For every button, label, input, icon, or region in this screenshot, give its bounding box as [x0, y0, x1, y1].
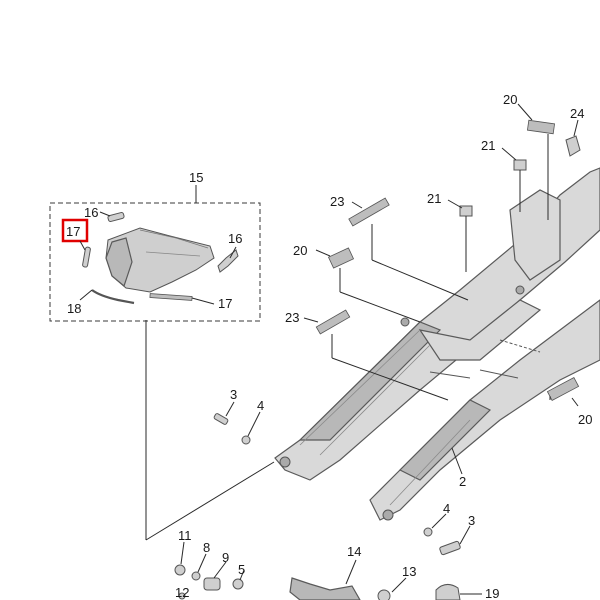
callout-13[interactable]: 13: [402, 564, 416, 579]
screw-17-left: [82, 246, 91, 268]
label-strip-23-mid: [315, 309, 351, 335]
strap-18: [91, 289, 135, 305]
callout-5[interactable]: 5: [238, 562, 245, 577]
clip-21-top: [513, 159, 527, 171]
clip-16-right: [217, 249, 239, 273]
bolt-3-right: [439, 540, 461, 556]
callout-20-top[interactable]: 20: [503, 92, 517, 107]
callout-23-mid[interactable]: 23: [285, 310, 299, 325]
washer-8: [191, 571, 201, 581]
callout-20-mid[interactable]: 20: [293, 243, 307, 258]
callout-17-left[interactable]: 17: [66, 224, 80, 239]
callout-4-right[interactable]: 4: [443, 501, 450, 516]
callout-20-right[interactable]: 20: [578, 412, 592, 427]
callout-17-bottom[interactable]: 17: [218, 296, 232, 311]
subassembly-box: [49, 202, 261, 322]
callout-19[interactable]: 19: [485, 586, 499, 600]
callout-3-right[interactable]: 3: [468, 513, 475, 528]
callout-12[interactable]: 12: [175, 585, 189, 600]
callout-16-top[interactable]: 16: [84, 205, 98, 220]
callout-16-right[interactable]: 16: [228, 231, 242, 246]
clip-16-top: [107, 211, 125, 223]
part-13: [377, 589, 391, 600]
callout-21-top[interactable]: 21: [481, 138, 495, 153]
callout-2[interactable]: 2: [459, 474, 466, 489]
callout-11[interactable]: 11: [178, 528, 192, 543]
label-strip-23-top: [348, 197, 390, 227]
callout-21-mid[interactable]: 21: [427, 191, 441, 206]
part-14: [289, 577, 361, 600]
bracket-24: [565, 135, 581, 157]
strip-17-bottom: [149, 293, 193, 301]
callout-4-left[interactable]: 4: [257, 398, 264, 413]
callout-15[interactable]: 15: [189, 170, 203, 185]
frame-part-2: [274, 167, 600, 521]
highlight-box: [61, 218, 89, 243]
label-strip-20-mid: [327, 247, 355, 269]
callout-9[interactable]: 9: [222, 550, 229, 565]
callout-18[interactable]: 18: [67, 301, 81, 316]
callout-24[interactable]: 24: [570, 106, 584, 121]
washer-4-right: [423, 527, 433, 537]
bolt-3-left: [213, 413, 229, 425]
callout-14[interactable]: 14: [347, 544, 361, 559]
washer-5: [232, 578, 244, 590]
spacer-9: [203, 577, 221, 591]
label-strip-20-top: [526, 119, 556, 135]
callout-23-top[interactable]: 23: [330, 194, 344, 209]
callout-8[interactable]: 8: [203, 540, 210, 555]
seat-cover-inner: [105, 237, 133, 288]
nut-12: [178, 592, 186, 600]
callout-3-left[interactable]: 3: [230, 387, 237, 402]
part-19: [435, 584, 461, 600]
washer-4-left: [241, 435, 251, 445]
nut-11: [174, 564, 186, 576]
